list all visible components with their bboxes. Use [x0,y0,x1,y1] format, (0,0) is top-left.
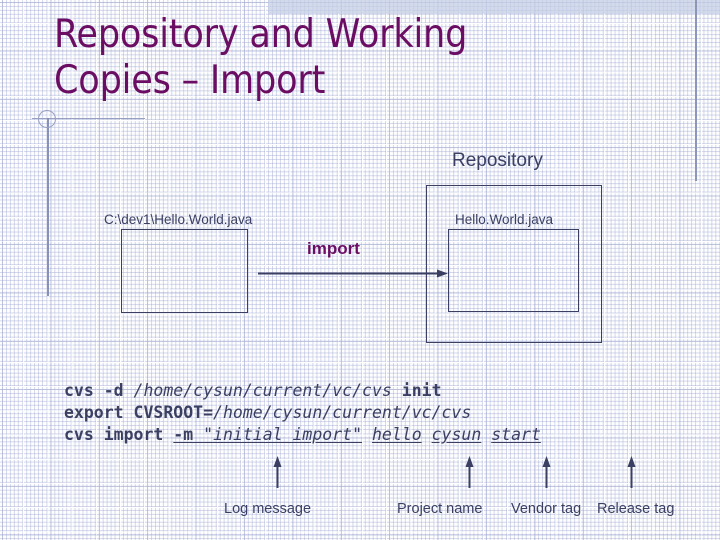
cmd1-command: cvs -d [64,381,134,400]
command-block: cvs -d /home/cysun/current/vc/cvs init e… [64,380,541,446]
repository-file-box [448,229,579,312]
working-copy-box [121,229,248,313]
decorative-horizontal-line [32,118,145,119]
callout-arrow-release-tag-icon [627,456,636,488]
callout-label-log-message: Log message [224,501,312,517]
cmd3-release-tag: start [491,425,541,444]
cmd1-subcommand: init [391,381,442,400]
callout-arrow-project-name-icon [465,456,474,488]
callout-label-vendor-tag: Vendor tag [511,501,582,517]
cmd2-path: /home/cysun/current/vc/cvs [213,403,472,422]
import-arrow-icon [258,269,448,278]
command-line-2: export CVSROOT=/home/cysun/current/vc/cv… [64,402,541,424]
callout-arrow-log-message-icon [273,456,282,488]
cmd3-vendor-tag: cysun [431,425,482,444]
repository-box [426,185,602,343]
callout-label-release-tag: Release tag [597,501,675,517]
cmd3-message-flag: -m [173,425,204,444]
cmd3-project-name: hello [371,425,422,444]
decorative-circle-icon [38,110,56,128]
cmd3-space-1 [362,425,372,444]
callout-arrow-vendor-tag-icon [542,456,551,488]
command-line-1: cvs -d /home/cysun/current/vc/cvs init [64,380,541,402]
decorative-vertical-line [47,118,49,296]
top-accent-band [268,0,720,14]
cmd1-path: /home/cysun/current/vc/cvs [133,381,392,400]
command-line-3: cvs import -m "initial import" hello cys… [64,424,541,446]
cmd3-space-2 [422,425,432,444]
right-vertical-rule [695,0,697,181]
cmd2-export: export CVSROOT= [64,403,214,422]
cmd3-log-message: "initial import" [203,425,363,444]
local-file-label: C:\dev1\Hello.World.java [104,212,253,227]
cmd3-command: cvs import [64,425,174,444]
import-action-label: import [307,239,360,258]
callout-label-project-name: Project name [397,501,483,517]
page-title: Repository and Working Copies – Import [54,12,468,103]
cmd3-space-3 [481,425,491,444]
repository-title: Repository [452,150,543,171]
remote-file-label: Hello.World.java [455,212,554,227]
